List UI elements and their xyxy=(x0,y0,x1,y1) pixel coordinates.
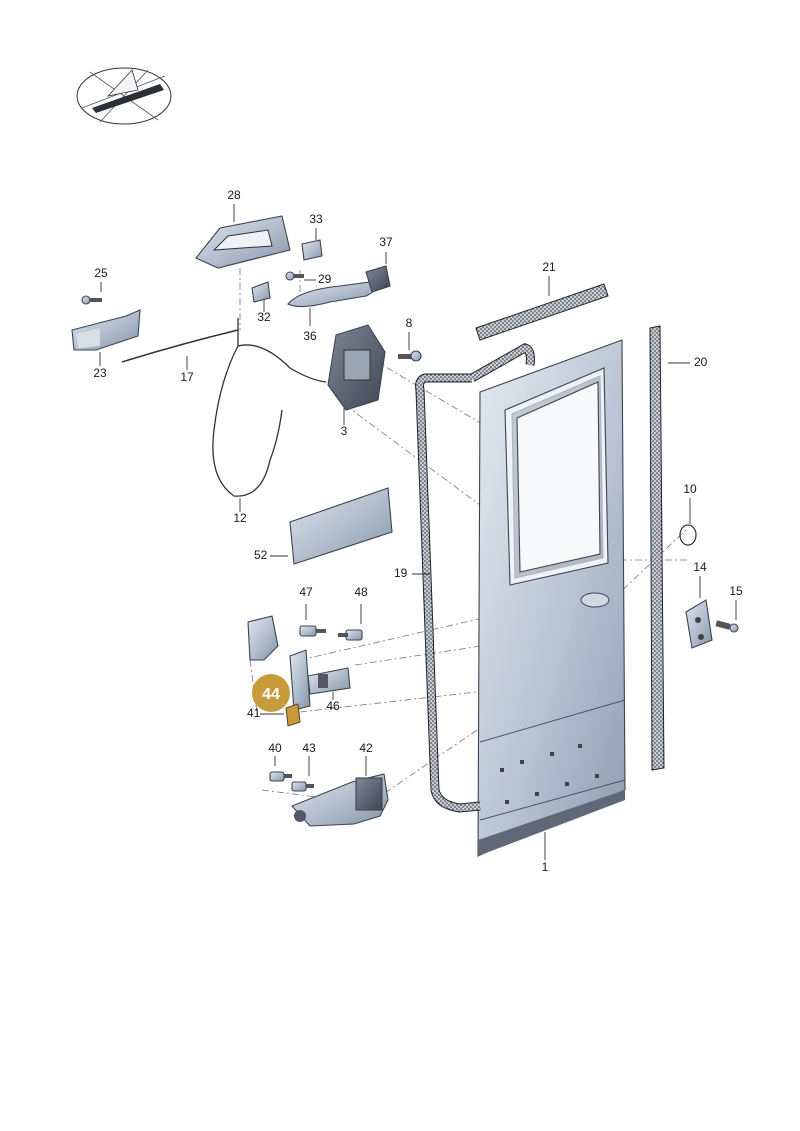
part-labels: 1 3 8 10 12 14 15 17 19 20 21 23 25 28 2… xyxy=(93,188,743,874)
label-p21: 21 xyxy=(542,260,556,274)
label-p12: 12 xyxy=(233,511,247,525)
screw-25-icon xyxy=(81,282,102,305)
vertical-seal-strip xyxy=(649,325,690,771)
handle-end-cap xyxy=(365,252,391,293)
label-p3: 3 xyxy=(341,424,348,438)
upper-rail-strip xyxy=(475,276,609,341)
bracket-32-icon xyxy=(251,281,271,312)
screw-47-icon xyxy=(299,604,326,637)
label-p42: 42 xyxy=(359,741,373,755)
label-p14: 14 xyxy=(693,560,707,574)
label-p36: 36 xyxy=(303,329,317,343)
screw-8-icon xyxy=(398,332,422,362)
label-p19: 19 xyxy=(394,566,408,580)
striker-plate xyxy=(685,576,713,649)
label-p20: 20 xyxy=(694,355,708,369)
lower-hinge-42 xyxy=(291,756,389,827)
highlighted-part-label: 44 xyxy=(262,686,280,703)
label-p37: 37 xyxy=(379,235,393,249)
label-p46: 46 xyxy=(326,699,340,713)
outer-handle xyxy=(287,281,375,326)
label-p29: 29 xyxy=(318,272,332,286)
label-p33: 33 xyxy=(309,212,323,226)
handle-housing xyxy=(71,309,141,366)
bowden-cable-12 xyxy=(212,318,327,512)
label-p25: 25 xyxy=(94,266,108,280)
label-p48: 48 xyxy=(354,585,368,599)
label-p28: 28 xyxy=(227,188,241,202)
door-lock-module xyxy=(327,324,386,425)
label-p15: 15 xyxy=(729,584,743,598)
trim-strip-52 xyxy=(270,487,393,565)
shim-plate xyxy=(247,615,279,661)
shim-41-icon xyxy=(260,703,301,727)
label-p10: 10 xyxy=(683,482,697,496)
label-p40: 40 xyxy=(268,741,282,755)
screw-29-icon xyxy=(285,271,316,281)
label-p1: 1 xyxy=(542,860,549,874)
screw-15-icon xyxy=(715,600,739,633)
label-p47: 47 xyxy=(299,585,313,599)
control-rod-17 xyxy=(121,329,239,370)
label-p17: 17 xyxy=(180,370,194,384)
label-p52: 52 xyxy=(254,548,268,562)
screw-43-icon xyxy=(291,756,314,792)
clip-33-icon xyxy=(301,228,323,261)
highlighted-part-marker-44[interactable]: 44 xyxy=(252,674,290,712)
label-p8: 8 xyxy=(406,316,413,330)
door-seal xyxy=(412,343,535,813)
label-p43: 43 xyxy=(302,741,316,755)
inner-handle-frame xyxy=(195,204,291,269)
label-p23: 23 xyxy=(93,366,107,380)
sliding-door-panel xyxy=(477,339,626,860)
screw-48-icon xyxy=(338,604,363,641)
label-p41: 41 xyxy=(247,706,261,720)
label-p32: 32 xyxy=(257,310,271,324)
o-ring-icon xyxy=(679,498,697,546)
upper-hinge-46 xyxy=(289,649,351,711)
screw-40-icon xyxy=(269,756,292,782)
brand-logo-icon xyxy=(76,67,172,125)
